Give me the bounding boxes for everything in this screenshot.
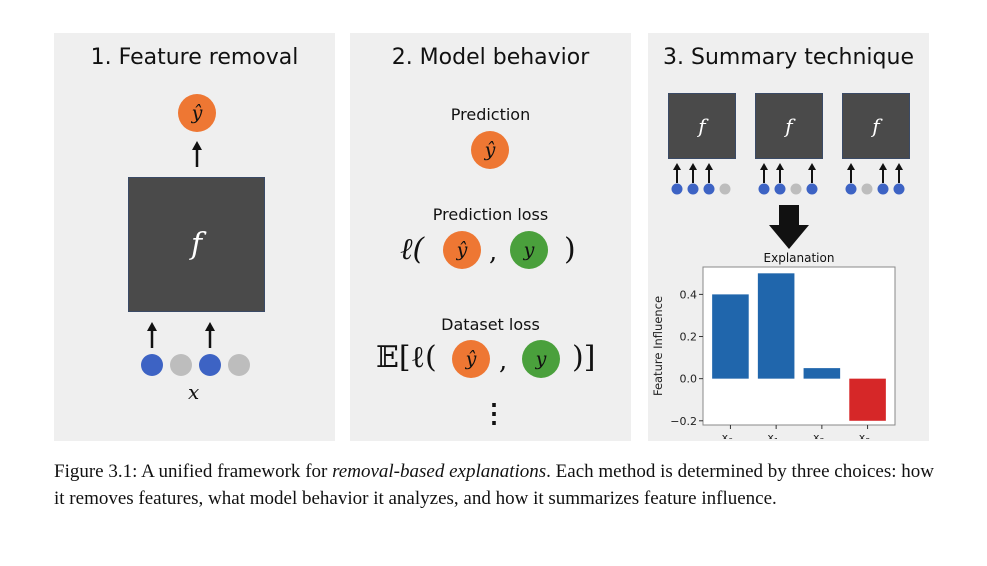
y-tick-label: −0.2 [670, 415, 697, 428]
bar-x3 [849, 378, 886, 421]
bar-x2 [803, 368, 841, 379]
prediction-output-circle: ŷ [178, 94, 216, 132]
input-arrow-1 [147, 322, 157, 348]
chart-title: Explanation [764, 251, 835, 265]
y-symbol: y [523, 239, 535, 261]
ellipsis: ⋮ [481, 399, 507, 429]
model-symbol: f [785, 114, 793, 138]
panel-title-summary-technique: 3. Summary technique [663, 45, 914, 70]
mask-3-arrows [846, 162, 904, 184]
model-box: f [128, 177, 265, 312]
loss-y-circle: y [510, 231, 548, 269]
panel-title-feature-removal: 1. Feature removal [90, 45, 299, 70]
model-symbol: f [872, 114, 880, 138]
model-box-2: f [755, 93, 823, 159]
input-arrow-2 [205, 322, 215, 348]
input-dot-present [199, 354, 221, 376]
figure-caption: Figure 3.1: A unified framework for remo… [54, 458, 934, 512]
input-dot-removed [170, 354, 192, 376]
model-symbol: f [190, 227, 203, 262]
input-dot-present [141, 354, 163, 376]
model-behavior-panel: 2. Model behavior Prediction ŷ Predictio… [350, 33, 631, 441]
model-box-3: f [842, 93, 910, 159]
mask-dot-present [893, 183, 905, 195]
loss-yhat-circle: ŷ [443, 231, 481, 269]
mask-1-arrows [672, 162, 714, 184]
model-box-1: f [668, 93, 736, 159]
mask-arrows-and-dots [671, 162, 905, 195]
caption-suffix: . Each method is determined by three cho… [54, 461, 934, 509]
input-symbol: x [188, 380, 200, 404]
input-dot-removed [228, 354, 250, 376]
y-hat-symbol: ŷ [465, 348, 477, 370]
x-tick-label-x2: x2 [813, 431, 825, 439]
caption-emphasis: removal-based explanations [332, 461, 547, 482]
model-symbol: f [698, 114, 706, 138]
y-axis-label: Feature Influence [651, 296, 665, 396]
prediction-loss-label: Prediction loss [432, 205, 549, 224]
y-symbol: y [535, 348, 547, 370]
y-tick-label: 0.2 [680, 331, 698, 344]
output-arrow [192, 141, 202, 167]
bar-x0 [712, 294, 749, 379]
y-hat-symbol: ŷ [484, 139, 496, 161]
mask-dot-present [758, 183, 770, 195]
mask-dot-present [671, 183, 683, 195]
mask-2-arrows [759, 162, 817, 184]
y-tick-label: 0.0 [680, 373, 698, 386]
mask-dot-present [806, 183, 818, 195]
mask-dot-present [877, 183, 889, 195]
prediction-label: Prediction [450, 105, 531, 124]
mask-dot-removed [790, 183, 802, 195]
dataset-loss-label: Dataset loss [441, 315, 540, 334]
dataset-comma: , [499, 346, 508, 376]
mask-dot-present [687, 183, 699, 195]
x-tick-label-x3: x3 [859, 431, 871, 439]
dataset-yhat-circle: ŷ [452, 340, 490, 378]
mask-dot-present [703, 183, 715, 195]
expectation-open: 𝔼[ℓ( [376, 340, 437, 375]
mask-dot-removed [719, 183, 731, 195]
x-tick-label-x0: x0 [722, 431, 734, 439]
panel-title-model-behavior: 2. Model behavior [391, 45, 590, 70]
dataset-y-circle: y [522, 340, 560, 378]
y-hat-symbol: ŷ [191, 102, 203, 124]
feature-removal-panel: 1. Feature removal ŷ f x [54, 33, 335, 441]
summary-arrow [769, 205, 809, 249]
loss-open: ℓ( [400, 232, 425, 267]
loss-close: ) [564, 232, 576, 267]
y-tick-label: 0.4 [680, 288, 698, 301]
bar-x1 [757, 273, 795, 379]
y-hat-symbol: ŷ [456, 239, 468, 261]
prediction-circle: ŷ [471, 131, 509, 169]
loss-comma: , [489, 237, 498, 267]
mask-dot-removed [861, 183, 873, 195]
mask-dot-present [774, 183, 786, 195]
caption-prefix: Figure 3.1: A unified framework for [54, 461, 333, 482]
expectation-close: )] [572, 340, 596, 375]
summary-technique-panel: 3. Summary technique f f f [648, 33, 929, 441]
mask-dot-present [845, 183, 857, 195]
x-tick-label-x1: x1 [767, 431, 779, 439]
